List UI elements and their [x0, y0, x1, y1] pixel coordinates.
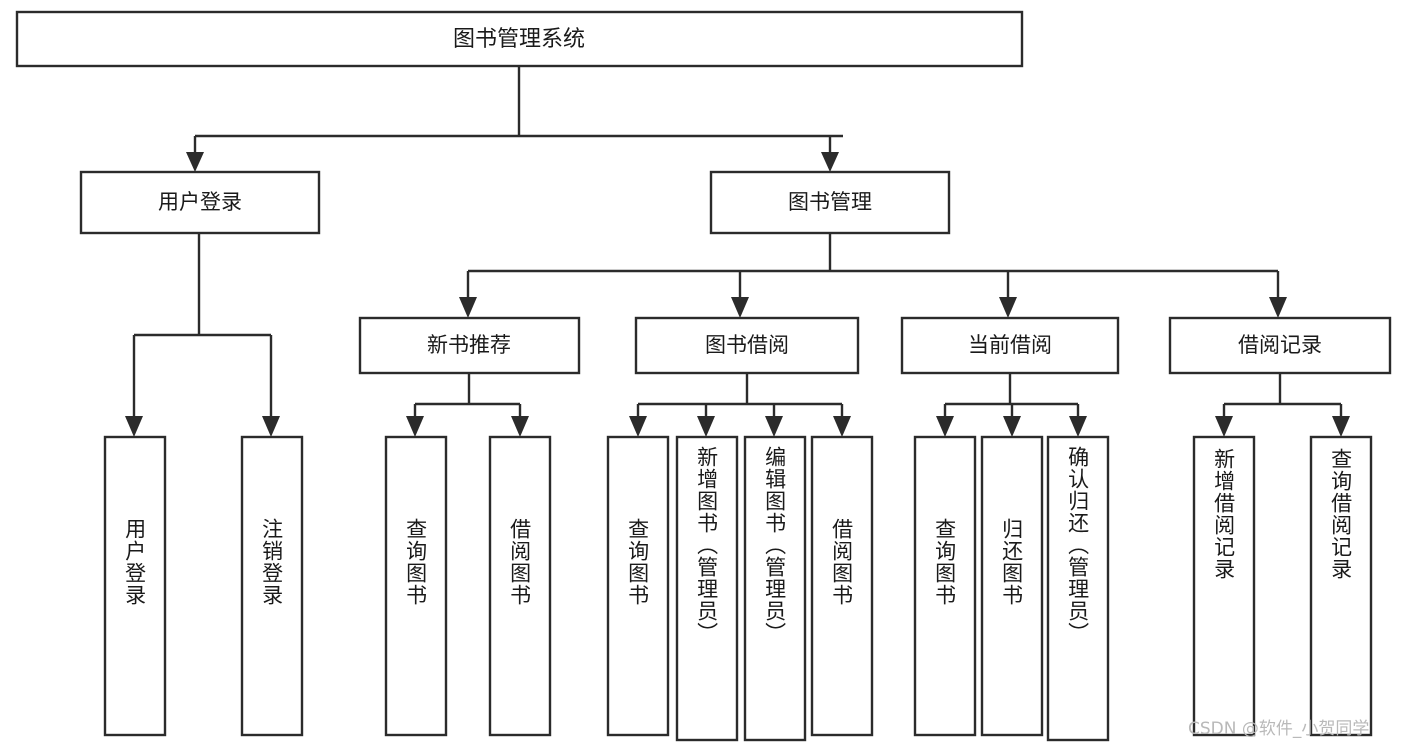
node-borrow-record[interactable]: 借阅记录 — [1168, 316, 1392, 375]
leaf-box-record-query[interactable] — [1309, 435, 1373, 737]
node-root-label: 图书管理系统 — [453, 27, 585, 52]
node-book-management[interactable]: 图书管理 — [709, 170, 951, 235]
leaf-box-borrow-borrowbook[interactable] — [810, 435, 874, 737]
node-user-login-label: 用户登录 — [158, 190, 242, 214]
node-book-borrow-label: 图书借阅 — [705, 333, 789, 357]
connector-newbook-to-leaves — [406, 373, 529, 437]
node-new-book-recommend-label: 新书推荐 — [427, 333, 511, 357]
node-book-management-label: 图书管理 — [788, 190, 872, 214]
leaf-box-user-login-logout[interactable] — [240, 435, 304, 737]
node-user-login[interactable]: 用户登录 — [79, 170, 321, 235]
connector-root-to-level2 — [186, 66, 843, 172]
leaf-box-current-confirmreturn[interactable] — [1046, 435, 1110, 742]
node-borrow-record-label: 借阅记录 — [1238, 333, 1322, 357]
leaf-box-newbook-query[interactable] — [384, 435, 448, 737]
csdn-watermark: CSDN @软件_小贺同学 — [1188, 719, 1370, 739]
connector-userlogin-to-leaves — [125, 233, 280, 437]
connector-borrow-to-leaves — [629, 373, 851, 437]
node-root-system[interactable]: 图书管理系统 — [15, 10, 1024, 68]
connector-current-to-leaves — [936, 373, 1087, 437]
leaf-box-borrow-query[interactable] — [606, 435, 670, 737]
leaf-box-borrow-editbook[interactable] — [743, 435, 807, 742]
node-current-borrow-label: 当前借阅 — [968, 333, 1052, 357]
leaf-box-user-login-login[interactable] — [103, 435, 167, 737]
node-current-borrow[interactable]: 当前借阅 — [900, 316, 1120, 375]
node-book-borrow[interactable]: 图书借阅 — [634, 316, 860, 375]
leaf-box-borrow-addbook[interactable] — [675, 435, 739, 742]
leaf-box-current-return[interactable] — [980, 435, 1044, 737]
leaf-box-newbook-borrow[interactable] — [488, 435, 552, 737]
connector-record-to-leaves — [1215, 373, 1350, 437]
connector-bookmgmt-to-level3 — [459, 233, 1287, 318]
leaf-box-record-add[interactable] — [1192, 435, 1256, 737]
node-new-book-recommend[interactable]: 新书推荐 — [358, 316, 581, 375]
leaf-box-current-query[interactable] — [913, 435, 977, 737]
